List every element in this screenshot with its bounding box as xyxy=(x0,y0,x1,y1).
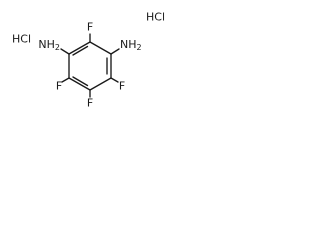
ring-bond xyxy=(68,77,91,91)
counter-ions: HCl HCl xyxy=(12,11,165,46)
bond-to-fluorine-right xyxy=(110,77,119,83)
substituent-bonds xyxy=(60,33,120,98)
bond-to-fluorine-left xyxy=(61,77,70,83)
hcl-left-label: HCl xyxy=(12,33,31,46)
ring-bond xyxy=(89,41,112,55)
ring-double-bond xyxy=(72,45,89,56)
amine-left-label: NH2 xyxy=(38,38,60,52)
amine-right-label: NH2 xyxy=(120,38,142,52)
fluorine-left-label: F xyxy=(56,80,62,93)
ring-double-bond xyxy=(72,76,89,87)
bond-to-amine-right xyxy=(110,48,120,55)
ring-bond xyxy=(89,77,112,91)
fluorine-right-label: F xyxy=(119,80,125,93)
hcl-right-label: HCl xyxy=(146,11,165,24)
atom-labels: F NH2 NH2 F F F xyxy=(38,21,141,110)
fluorine-top-label: F xyxy=(87,21,93,34)
benzene-ring xyxy=(68,41,112,91)
structure-drawing: F NH2 NH2 F F F HCl HCl xyxy=(12,11,165,110)
bond-to-amine-left xyxy=(60,48,70,55)
fluorine-bottom-label: F xyxy=(87,97,93,110)
ring-bond xyxy=(68,41,91,55)
